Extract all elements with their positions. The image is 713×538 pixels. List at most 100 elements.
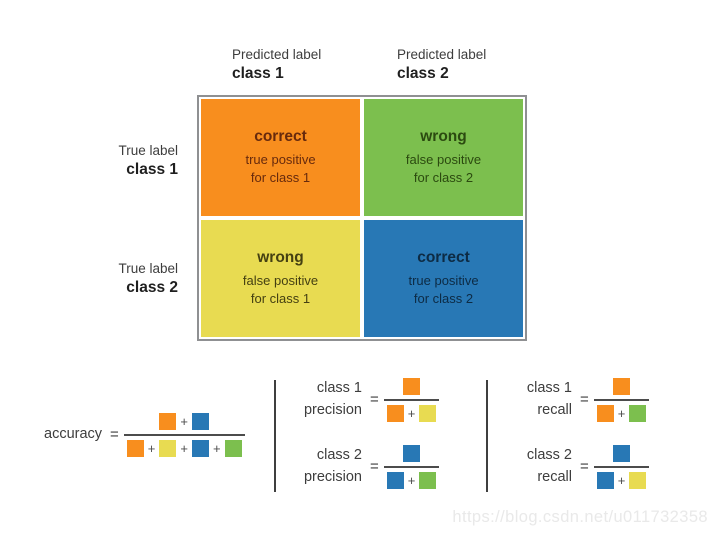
denominator: + <box>386 404 437 422</box>
cell-subtitle: for class 2 <box>413 170 474 185</box>
cell-true1-pred1: correct true positive for class 1 <box>201 99 360 216</box>
true-label-text: True label <box>118 143 178 158</box>
orange-square <box>386 404 404 422</box>
equals-sign: = <box>370 458 379 476</box>
numerator <box>613 378 631 395</box>
class2-precision-formula: class 2 precision = + <box>298 445 440 489</box>
accuracy-label: accuracy <box>44 425 103 442</box>
cell-true2-pred2: correct true positive for class 2 <box>364 220 523 337</box>
blue-square <box>613 445 631 462</box>
plus-sign: + <box>407 405 416 421</box>
plus-sign: + <box>407 472 416 488</box>
confusion-matrix-grid: correct true positive for class 1 wrong … <box>197 95 527 341</box>
yellow-square <box>159 439 177 457</box>
label-line1: class 2 <box>316 447 362 463</box>
label-line1: class 1 <box>316 380 362 396</box>
equals-sign: = <box>370 391 379 409</box>
cell-title: wrong <box>420 127 467 145</box>
true-class2-header: True label class 2 <box>78 261 178 297</box>
fraction-bar <box>383 399 440 401</box>
predicted-class2-header: Predicted label class 2 <box>397 47 486 83</box>
class1-precision-label: class 1 precision <box>298 378 362 422</box>
blue-square <box>596 471 614 489</box>
class2-recall-formula: class 2 recall = + <box>508 445 650 489</box>
denominator: + <box>386 471 437 489</box>
fraction-bar <box>123 434 245 436</box>
accuracy-fraction: + + + + <box>123 413 245 457</box>
orange-square <box>403 378 421 395</box>
class1-row-text: class 1 <box>126 161 178 178</box>
numerator <box>403 445 421 462</box>
predicted-class1-header: Predicted label class 1 <box>232 47 321 83</box>
equals-sign: = <box>110 426 119 444</box>
plus-sign: + <box>617 472 626 488</box>
plus-sign: + <box>212 440 221 456</box>
vertical-divider <box>274 380 276 492</box>
cell-subtitle: true positive <box>408 272 479 288</box>
cell-subtitle: for class 1 <box>250 170 311 185</box>
label-line1: class 2 <box>526 447 572 463</box>
class1-precision-fraction: + <box>383 378 440 422</box>
plus-sign: + <box>147 440 156 456</box>
class2-recall-fraction: + <box>593 445 650 489</box>
cell-true2-pred1: wrong false positive for class 1 <box>201 220 360 337</box>
numerator <box>613 445 631 462</box>
label-line2: precision <box>303 401 362 418</box>
class2-precision-label: class 2 precision <box>298 445 362 489</box>
orange-square <box>613 378 631 395</box>
true-class1-header: True label class 1 <box>78 143 178 179</box>
class2-precision-fraction: + <box>383 445 440 489</box>
vertical-divider <box>486 380 488 492</box>
blue-square <box>403 445 421 462</box>
fraction-bar <box>383 466 440 468</box>
label-line2: precision <box>303 468 362 485</box>
cell-title: correct <box>254 127 307 145</box>
class2-row-text: class 2 <box>126 279 178 296</box>
plus-sign: + <box>180 414 188 429</box>
cell-subtitle: true positive <box>245 151 316 167</box>
cell-subtitle: false positive <box>405 151 482 167</box>
cell-title: correct <box>417 248 470 266</box>
predicted-label-text: Predicted label <box>232 47 322 62</box>
equals-sign: = <box>580 458 589 476</box>
predicted-label-text: Predicted label <box>397 47 487 62</box>
yellow-square <box>419 404 437 422</box>
green-square <box>419 471 437 489</box>
cell-true1-pred2: wrong false positive for class 2 <box>364 99 523 216</box>
accuracy-formula: accuracy = + + + + <box>44 413 245 457</box>
orange-square <box>126 439 144 457</box>
fraction-bar <box>593 399 650 401</box>
cell-subtitle: for class 2 <box>413 291 474 306</box>
equals-sign: = <box>580 391 589 409</box>
blue-square <box>191 439 209 457</box>
class2-header-text: class 2 <box>397 65 449 82</box>
cell-subtitle: false positive <box>242 272 319 288</box>
class1-precision-formula: class 1 precision = + <box>298 378 440 422</box>
class1-recall-fraction: + <box>593 378 650 422</box>
label-line1: class 1 <box>526 380 572 396</box>
green-square <box>629 404 647 422</box>
true-label-text: True label <box>118 261 178 276</box>
label-line2: recall <box>537 468 572 485</box>
label-line2: recall <box>537 401 572 418</box>
yellow-square <box>629 471 647 489</box>
plus-sign: + <box>617 405 626 421</box>
class1-header-text: class 1 <box>232 65 284 82</box>
green-square <box>224 439 242 457</box>
class1-recall-formula: class 1 recall = + <box>508 378 650 422</box>
fraction-bar <box>593 466 650 468</box>
accuracy-numerator: + <box>159 413 209 430</box>
denominator: + <box>596 471 647 489</box>
watermark-text: https://blog.csdn.net/u011732358 <box>452 508 708 526</box>
plus-sign: + <box>180 440 188 456</box>
cell-subtitle: for class 1 <box>250 291 311 306</box>
class1-recall-label: class 1 recall <box>508 378 572 422</box>
blue-square <box>191 413 209 430</box>
orange-square <box>596 404 614 422</box>
numerator <box>403 378 421 395</box>
accuracy-denominator: + + + <box>126 439 242 457</box>
orange-square <box>159 413 177 430</box>
blue-square <box>386 471 404 489</box>
denominator: + <box>596 404 647 422</box>
